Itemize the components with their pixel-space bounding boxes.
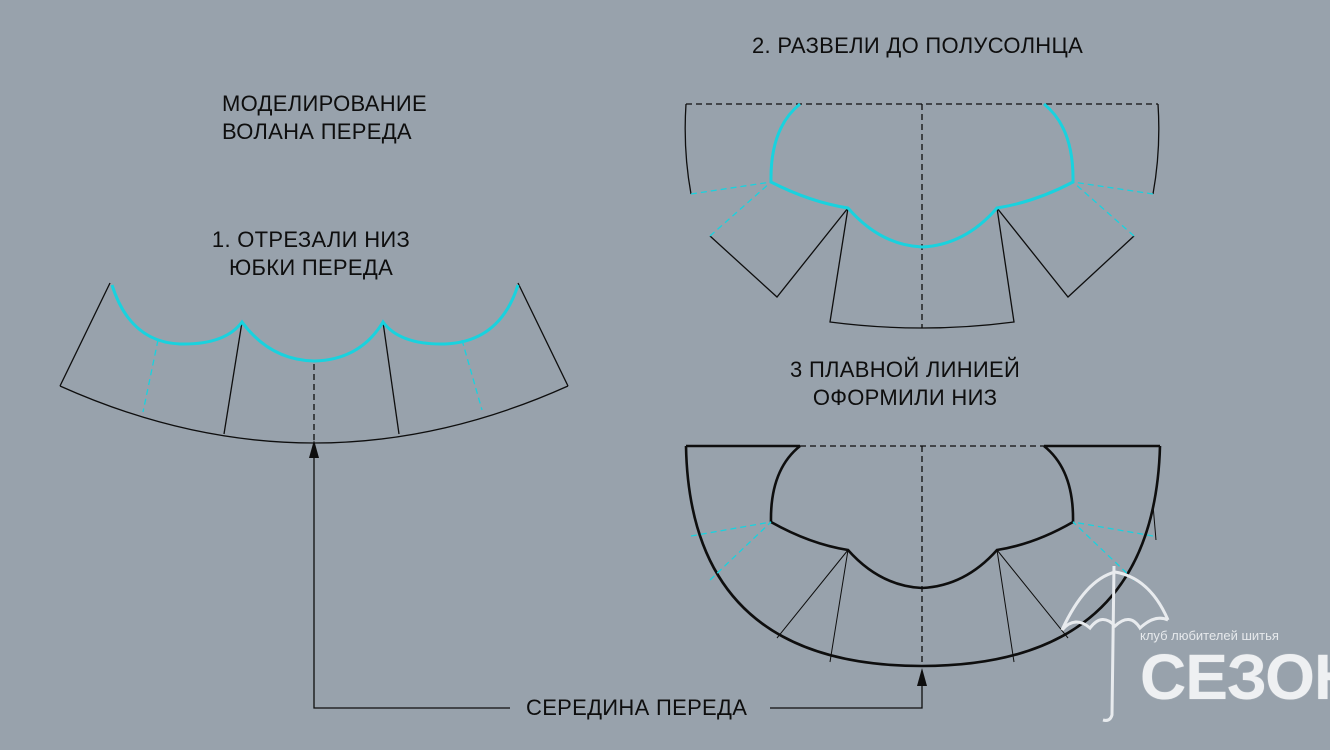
logo-tagline: клуб любителей шитья: [1140, 628, 1279, 643]
step3-label: 3 ПЛАВНОЙ ЛИНИЕЙ ОФОРМИЛИ НИЗ: [790, 356, 1020, 412]
fig1-slash-left: [223, 321, 243, 435]
title-modeling: МОДЕЛИРОВАНИЕ ВОЛАНА ПЕРЕДА: [222, 90, 427, 146]
fig2-dash-right-1: [1072, 181, 1154, 195]
fig3-outer-arc: [684, 444, 1162, 668]
fig2-panel-right-lower: [996, 207, 1135, 298]
logo-name: СЕЗОН: [1140, 641, 1330, 713]
arrow-left-head: [309, 440, 319, 458]
fig1-side-right: [517, 282, 569, 387]
title-modeling-line1: МОДЕЛИРОВАНИЕ: [222, 91, 427, 116]
fig3-dash-left: [690, 521, 772, 581]
fig2-dash-left-2: [709, 181, 772, 237]
step2-label: 2. РАЗВЕЛИ ДО ПОЛУСОЛНЦА: [752, 33, 1084, 58]
step3-line2: ОФОРМИЛИ НИЗ: [812, 385, 998, 410]
figure-1-skirt-hem: [59, 282, 569, 444]
fig2-panel-center: [829, 207, 1015, 329]
fig2-panel-right-upper: [1152, 103, 1160, 195]
fig3-dash-right: [1072, 521, 1154, 581]
step1-line2: ЮБКИ ПЕРЕДА: [228, 255, 394, 280]
fig2-scallop: [769, 102, 1075, 249]
center-front-label: СЕРЕДИНА ПЕРЕДА: [516, 694, 758, 722]
fig1-dash-right: [461, 339, 483, 411]
fig3-slash-lines: [776, 504, 1157, 663]
fig2-dash-left-1: [690, 181, 772, 195]
step3-line1: 3 ПЛАВНОЙ ЛИНИЕЙ: [790, 357, 1021, 382]
step1-line1: 1. ОТРЕЗАЛИ НИЗ: [211, 227, 411, 252]
fig2-panel-left-upper: [684, 103, 692, 195]
fig2-dash-right-2: [1072, 181, 1135, 237]
step1-label: 1. ОТРЕЗАЛИ НИЗ ЮБКИ ПЕРЕДА: [196, 226, 426, 282]
leader-line: [313, 456, 923, 709]
fig1-slash-right: [382, 321, 400, 435]
arrow-right-head: [917, 668, 927, 686]
fig1-side-left: [59, 282, 111, 387]
center-front-leader: [313, 456, 923, 709]
fig1-dash-left: [142, 339, 159, 413]
logo-umbrella-icon: [1060, 565, 1170, 722]
title-modeling-line2: ВОЛАНА ПЕРЕДА: [222, 119, 412, 144]
fig2-panel-left-lower: [709, 207, 849, 298]
fig1-scallop: [110, 284, 520, 363]
figure-2-half-circle-spread: [684, 102, 1160, 329]
figure-3-smooth-hem: [684, 444, 1162, 668]
